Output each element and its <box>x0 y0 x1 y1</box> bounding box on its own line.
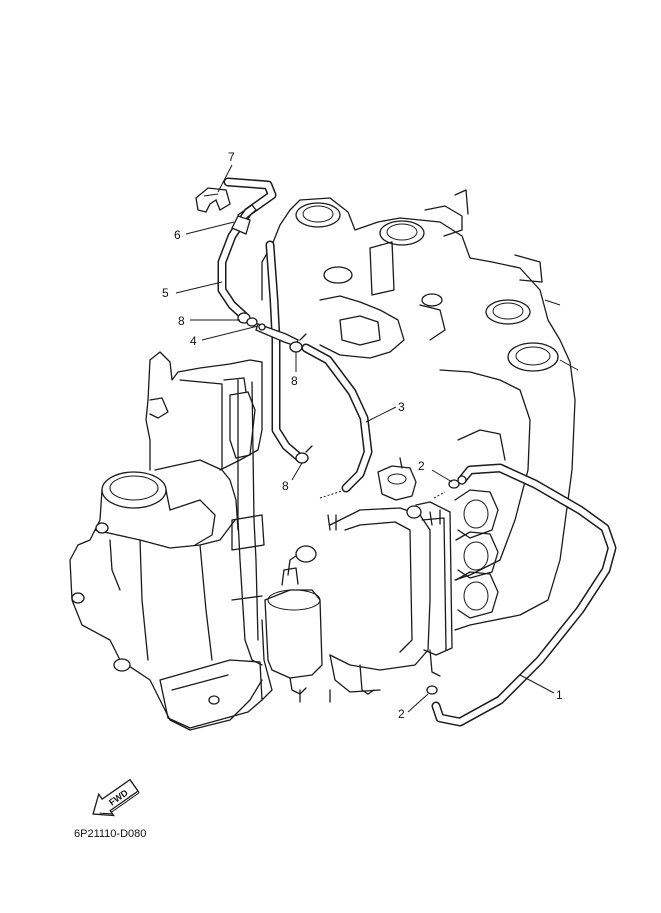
callout-6: 6 <box>174 228 181 242</box>
callout-1: 1 <box>556 688 563 702</box>
part-code: 6P21110-D080 <box>74 828 146 840</box>
callout-7: 7 <box>228 150 235 164</box>
hose-1 <box>431 463 617 727</box>
fuel-system-center <box>261 457 453 703</box>
part-6-joint <box>231 215 251 235</box>
callout-8-lower: 8 <box>282 479 289 493</box>
engine-left-housing <box>69 351 265 731</box>
part-8-clamp-lower <box>295 445 313 464</box>
part-8-clamp-upper <box>237 312 258 327</box>
callout-3: 3 <box>398 400 405 414</box>
fwd-arrow-icon: FWD <box>92 778 140 817</box>
callout-labels: 7 6 5 8 4 8 3 8 2 1 2 <box>162 150 563 721</box>
callout-8-upper: 8 <box>178 314 185 328</box>
callout-2-upper: 2 <box>418 459 425 473</box>
part-2-clip-lower <box>426 685 438 695</box>
part-7-clip <box>195 187 231 213</box>
hose-3 <box>301 343 373 493</box>
engine-cylinder-block <box>261 189 579 631</box>
leader-lines <box>175 164 555 713</box>
hose-upper-vertical <box>265 240 305 463</box>
callout-2-lower: 2 <box>398 707 405 721</box>
callout-4: 4 <box>190 334 197 348</box>
callout-8-mid: 8 <box>291 374 298 388</box>
callout-5: 5 <box>162 286 169 300</box>
